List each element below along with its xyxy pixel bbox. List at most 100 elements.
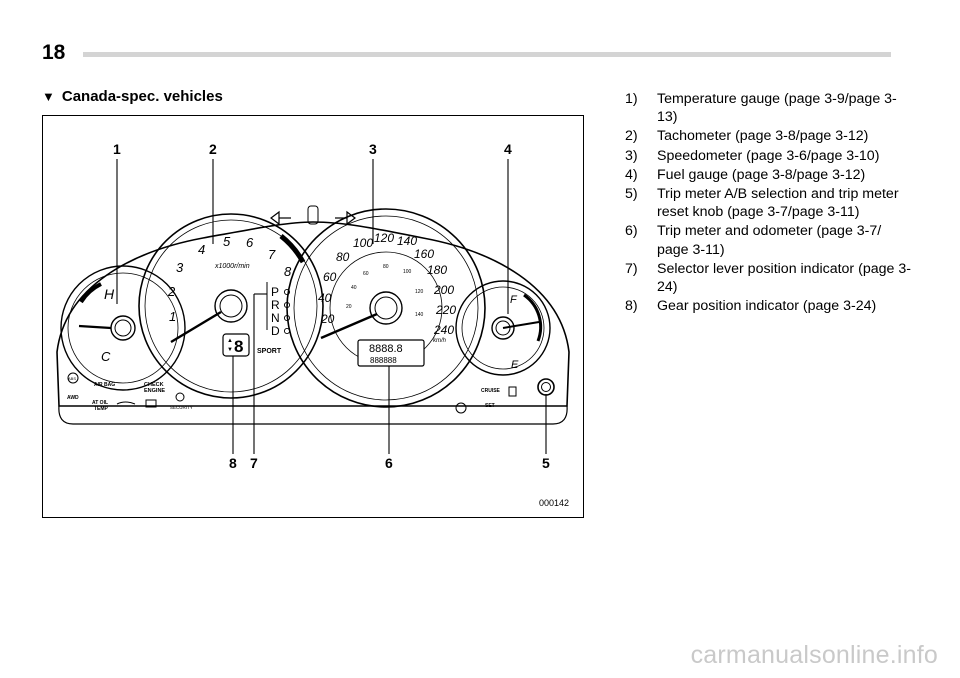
speed-tick-180: 180 <box>427 263 447 277</box>
gear-d: D <box>271 324 280 338</box>
speed-tick-100: 100 <box>353 236 373 250</box>
speedometer: 20 40 60 80 100 120 140 160 180 200 220 … <box>286 208 486 408</box>
fuel-gauge: F E <box>455 280 551 376</box>
legend-number: 5) <box>625 186 638 203</box>
legend-text: Gear position indicator (page 3-24) <box>657 298 877 315</box>
callout-1: 1 <box>113 141 121 157</box>
speed-inner-80: 80 <box>383 264 389 270</box>
turn-left-icon <box>270 210 280 226</box>
legend-number: 3) <box>625 147 638 164</box>
temp-label: TEMP <box>94 406 109 412</box>
speed-tick-80: 80 <box>336 250 350 264</box>
section-marker: ▼ <box>42 89 55 104</box>
section-title: ▼ Canada-spec. vehicles <box>42 88 223 106</box>
callout-4: 4 <box>504 141 512 157</box>
fuel-empty-label: E <box>511 359 519 371</box>
speed-tick-220: 220 <box>435 303 456 317</box>
figure-code: 000142 <box>538 498 569 508</box>
watermark: carmanualsonline.info <box>690 641 938 669</box>
speed-inner-100: 100 <box>403 269 412 275</box>
speed-inner-140: 140 <box>415 312 424 318</box>
tach-tick-1: 1 <box>169 309 176 324</box>
speed-tick-60: 60 <box>323 270 337 284</box>
warning-lights-left: ABS AIR BAG CHECK ENGINE AWD AT OIL TEMP… <box>67 372 193 412</box>
warning-lights-right: CRUISE SET <box>455 386 517 414</box>
legend-number: 6) <box>625 223 638 240</box>
speed-inner-20: 20 <box>346 304 352 310</box>
callout-5: 5 <box>542 455 550 471</box>
gear-p: P <box>271 285 279 299</box>
engine-label: ENGINE <box>144 388 165 394</box>
temp-low-label: C <box>101 349 111 364</box>
callout-2: 2 <box>209 141 217 157</box>
callout-3: 3 <box>369 141 377 157</box>
legend-item: 3) Speedometer (page 3-6/page 3-10) <box>625 147 915 165</box>
legend-number: 8) <box>625 298 638 315</box>
callout-6: 6 <box>385 455 393 471</box>
gear-r: R <box>271 298 280 312</box>
tach-tick-8: 8 <box>284 264 292 279</box>
tach-unit: x1000r/min <box>214 263 250 270</box>
legend-item: 8) Gear position indicator (page 3-24) <box>625 297 915 315</box>
speed-tick-200: 200 <box>433 283 454 297</box>
speed-inner-60: 60 <box>363 271 369 277</box>
awd-label: AWD <box>67 395 79 401</box>
speed-tick-160: 160 <box>414 247 434 261</box>
cluster-outline <box>56 221 570 407</box>
door-open-icon <box>307 205 319 225</box>
speed-tick-20: 20 <box>320 312 335 326</box>
tachometer: 1 2 3 4 5 6 7 8 x1000r/min 8 ▲ ▼ SPORT P… <box>138 213 324 399</box>
speed-inner-120: 120 <box>415 289 424 295</box>
sport-label: SPORT <box>257 348 282 355</box>
trip-odometer-display <box>357 339 425 367</box>
cluster-bottom <box>58 405 568 425</box>
check-label: CHECK <box>144 382 164 388</box>
legend-text: Fuel gauge (page 3-8/page 3-12) <box>657 166 866 183</box>
legend-item: 2) Tachometer (page 3-8/page 3-12) <box>625 127 915 145</box>
callout-7: 7 <box>250 455 258 471</box>
tach-tick-3: 3 <box>176 260 184 275</box>
legend-item: 6) Trip meter and odometer (page 3-7/ pag… <box>625 222 915 258</box>
legend-text: Speedometer (page 3-6/page 3-10) <box>657 147 880 164</box>
speed-tick-140: 140 <box>397 234 417 248</box>
airbag-label: AIR BAG <box>94 382 115 388</box>
callout-8: 8 <box>229 455 237 471</box>
speed-tick-40: 40 <box>318 291 332 305</box>
legend-item: 1)Temperature gauge (page 3-9/page 3-13) <box>625 90 915 126</box>
odometer-value: 888888 <box>370 356 397 365</box>
oil-can-icon <box>116 401 136 405</box>
section-title-text: Canada-spec. vehicles <box>61 88 223 105</box>
legend-item: 5) Trip meter A/B selection and trip mete… <box>625 185 915 221</box>
trip-meter-value: 8888.8 <box>369 343 403 355</box>
cruise-label: CRUISE <box>481 388 501 394</box>
legend-number: 7) <box>625 260 638 277</box>
legend-text: Trip meter and odometer (page 3-7/ page … <box>657 223 882 258</box>
at-oil-label: AT OIL <box>92 400 108 406</box>
page-number: 18 <box>42 41 66 64</box>
instrument-cluster-figure: H C 1 2 3 4 5 6 7 8 x1000r/min 8 ▲ ▼ SPO… <box>42 115 584 518</box>
legend-item: 7) Selector lever position indicator (pag… <box>625 260 915 296</box>
speed-tick-120: 120 <box>374 231 394 245</box>
fuel-full-label: F <box>510 294 518 306</box>
gear-position-indicator <box>222 333 250 357</box>
gear-n: N <box>271 311 280 325</box>
battery-icon <box>145 399 157 408</box>
legend-number: 1) <box>625 91 638 107</box>
tach-tick-7: 7 <box>268 247 276 262</box>
callout-legend: 1)Temperature gauge (page 3-9/page 3-13)… <box>625 90 915 316</box>
instrument-cluster-illustration: H C 1 2 3 4 5 6 7 8 x1000r/min 8 ▲ ▼ SPO… <box>56 141 570 471</box>
temp-high-label: H <box>104 286 115 302</box>
legend-text: Selector lever position indicator (page … <box>657 260 911 296</box>
fuel-pump-icon <box>508 386 517 397</box>
temperature-gauge: H C <box>60 265 186 391</box>
tach-tick-5: 5 <box>223 234 231 249</box>
legend-number: 2) <box>625 128 638 145</box>
legend-text: Tachometer (page 3-8/page 3-12) <box>657 128 869 145</box>
legend-text: Trip meter A/B selection and trip meter … <box>657 186 899 221</box>
speed-unit: km/h <box>433 338 447 344</box>
speed-inner-40: 40 <box>351 285 357 291</box>
header-rule <box>83 52 891 57</box>
legend-number: 4) <box>625 166 638 183</box>
speed-tick-240: 240 <box>433 323 454 337</box>
svg-text:▼: ▼ <box>227 347 233 353</box>
